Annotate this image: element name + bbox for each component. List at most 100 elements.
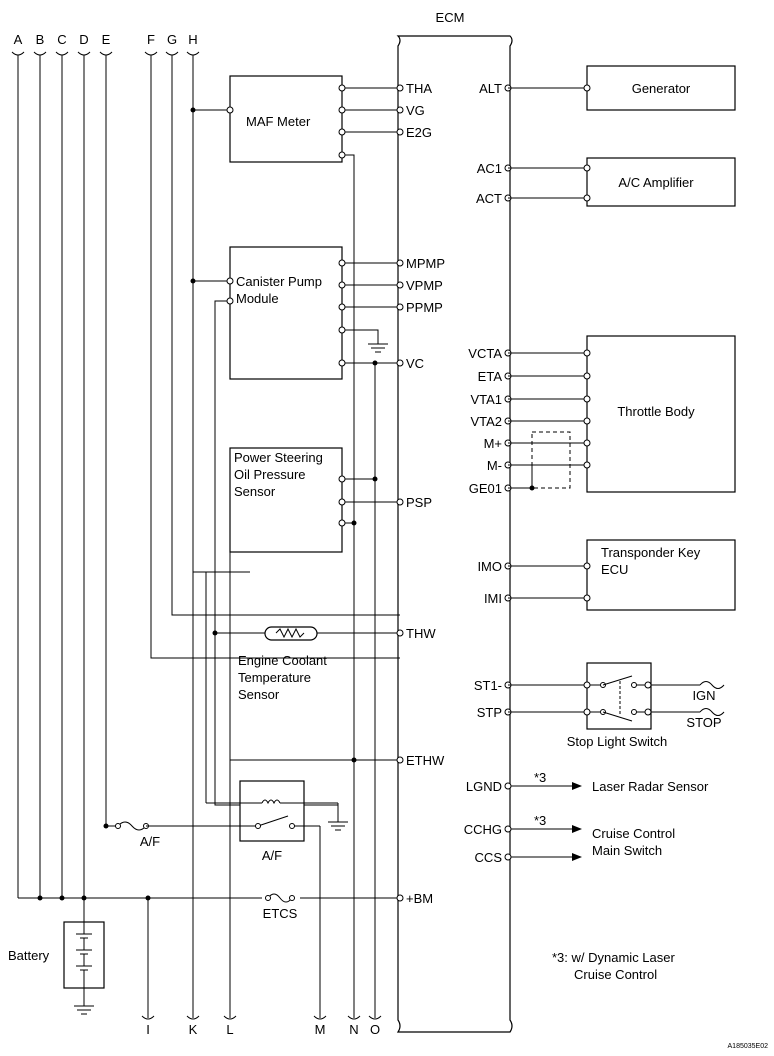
af-fuse-label: A/F (140, 834, 160, 849)
af-fuse-icon (115, 821, 162, 831)
transponder-label-1: Transponder Key (601, 545, 701, 560)
right-wires (508, 87, 587, 713)
pin-label-m-minus: M- (487, 458, 502, 473)
connector-label-o: O (370, 1022, 380, 1037)
left-wires (17, 55, 400, 1018)
note-mark-cchg: *3 (534, 813, 546, 828)
af-relay-switch-icon (106, 572, 339, 1018)
ecm-body (396, 35, 513, 1033)
pin-label-vcta: VCTA (468, 346, 502, 361)
connector-label-b: B (36, 32, 45, 47)
figure-id: A185035E02 (728, 1043, 769, 1050)
throttle-body-label: Throttle Body (617, 404, 695, 419)
connector-label-h: H (188, 32, 197, 47)
pin-label-vg: VG (406, 103, 425, 118)
maf-pins (226, 84, 346, 159)
pin-label-ppmp: PPMP (406, 300, 443, 315)
pin-label-psp: PSP (406, 495, 432, 510)
ect-label-3: Sensor (238, 687, 280, 702)
pin-label-ccs: CCS (475, 850, 503, 865)
throttle-body-box (586, 335, 736, 493)
cruise-label-1: Cruise Control (592, 826, 675, 841)
pin-label-m-plus: M+ (484, 436, 502, 451)
generator-box (586, 65, 736, 111)
maf-meter-label: MAF Meter (246, 114, 311, 129)
ac-amplifier-box (586, 157, 736, 207)
cruise-label-2: Main Switch (592, 843, 662, 858)
ps-label-2: Oil Pressure (234, 467, 306, 482)
ps-sensor-box (229, 447, 343, 553)
ect-label-2: Temperature (238, 670, 311, 685)
maf-meter-box (229, 75, 343, 163)
pin-label-cchg: CCHG (464, 822, 502, 837)
pin-label-imi: IMI (484, 591, 502, 606)
canister-pump-box (229, 246, 343, 380)
signal-arrows (511, 782, 582, 861)
canister-label-1: Canister Pump (236, 274, 322, 289)
ecm-title: ECM (436, 10, 465, 25)
canister-label-2: Module (236, 291, 279, 306)
af-relay-coil-icon (240, 799, 304, 805)
pin-label-vpmp: VPMP (406, 278, 443, 293)
pin-label-vc: VC (406, 356, 424, 371)
stop-light-switch-box (586, 662, 652, 730)
etcs-fuse-icon (262, 892, 300, 904)
connector-label-l: L (226, 1022, 233, 1037)
battery-label: Battery (8, 948, 50, 963)
shield-box (531, 431, 571, 489)
battery-icon (74, 898, 94, 1015)
pin-label-mpmp: MPMP (406, 256, 445, 271)
canister-pins (226, 259, 378, 367)
bottom-connector-labels: I K L M N O (146, 1022, 380, 1037)
throttle-pins (583, 349, 591, 469)
footnote-line-1: *3: w/ Dynamic Laser (552, 950, 675, 965)
pin-label-stp: STP (477, 705, 502, 720)
top-connector-breaks (11, 51, 200, 56)
generator-label: Generator (632, 81, 691, 96)
ect-sensor-icon (264, 626, 318, 641)
pin-label-st1: ST1- (474, 678, 502, 693)
canister-ground-icon (368, 343, 388, 353)
connector-label-i: I (146, 1022, 150, 1037)
stop-light-switch-label: Stop Light Switch (567, 734, 667, 749)
stop-label: STOP (686, 715, 721, 730)
pin-label-tha: THA (406, 81, 432, 96)
connector-label-e: E (102, 32, 111, 47)
laser-radar-label: Laser Radar Sensor (592, 779, 709, 794)
pin-label-vta2: VTA2 (470, 414, 502, 429)
ac-amplifier-label: A/C Amplifier (618, 175, 694, 190)
af-relay-label: A/F (262, 848, 282, 863)
connector-label-m: M (315, 1022, 326, 1037)
ecm-left-pins (396, 84, 404, 902)
top-connector-labels: A B C D E F G H (14, 32, 198, 47)
connector-label-f: F (147, 32, 155, 47)
pin-label-act: ACT (476, 191, 502, 206)
etcs-fuse-label: ETCS (263, 906, 298, 921)
pin-label-eta: ETA (478, 369, 503, 384)
ecm-right-pins (504, 84, 512, 861)
ign-label: IGN (692, 688, 715, 703)
note-mark-lgnd: *3 (534, 770, 546, 785)
connector-label-n: N (349, 1022, 358, 1037)
pin-label-e2g: E2G (406, 125, 432, 140)
ps-label-1: Power Steering (234, 450, 323, 465)
maf-wires (342, 87, 400, 1018)
pin-label-bm: +BM (406, 891, 433, 906)
bottom-connector-breaks (141, 1015, 382, 1020)
transponder-box (586, 539, 736, 611)
ps-label-3: Sensor (234, 484, 276, 499)
pin-label-thw: THW (406, 626, 436, 641)
transponder-label-2: ECU (601, 562, 628, 577)
ect-label-1: Engine Coolant (238, 653, 327, 668)
connector-label-d: D (79, 32, 88, 47)
ps-wires (342, 363, 400, 1018)
pin-label-ge01: GE01 (469, 481, 502, 496)
footnote-line-2: Cruise Control (574, 967, 657, 982)
pin-label-lgnd: LGND (466, 779, 502, 794)
connector-label-k: K (189, 1022, 198, 1037)
af-relay-box (239, 780, 305, 842)
connector-label-a: A (14, 32, 23, 47)
stop-light-switch-icon (583, 675, 725, 722)
connector-label-c: C (57, 32, 66, 47)
